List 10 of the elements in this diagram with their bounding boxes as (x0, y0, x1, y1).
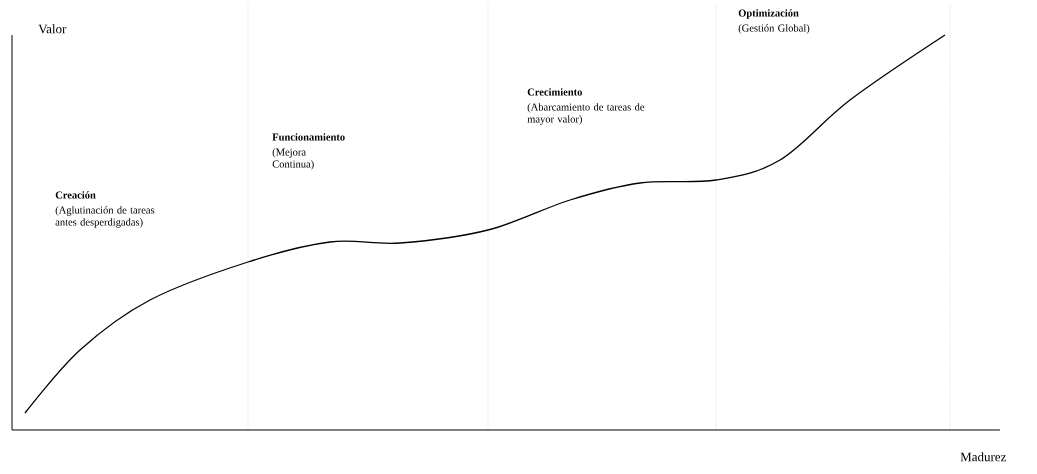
stage-heading: Creación (55, 191, 96, 199)
stage-description: (Aglutinación de tareas antes desperdigadas) (55, 206, 155, 228)
stage-description: (Abarcamiento de tareas de mayor valor) (527, 103, 645, 125)
axis-label: Madurez (960, 452, 1007, 462)
axis-label: Valor (38, 24, 67, 34)
stage-heading: Funcionamiento (272, 133, 345, 141)
stage-heading: Optimización (738, 9, 799, 19)
stage-description: (Gestión Global) (738, 24, 810, 34)
stage-description: (Mejora Continua) (272, 148, 314, 170)
stage-heading: Crecimiento (527, 88, 582, 96)
